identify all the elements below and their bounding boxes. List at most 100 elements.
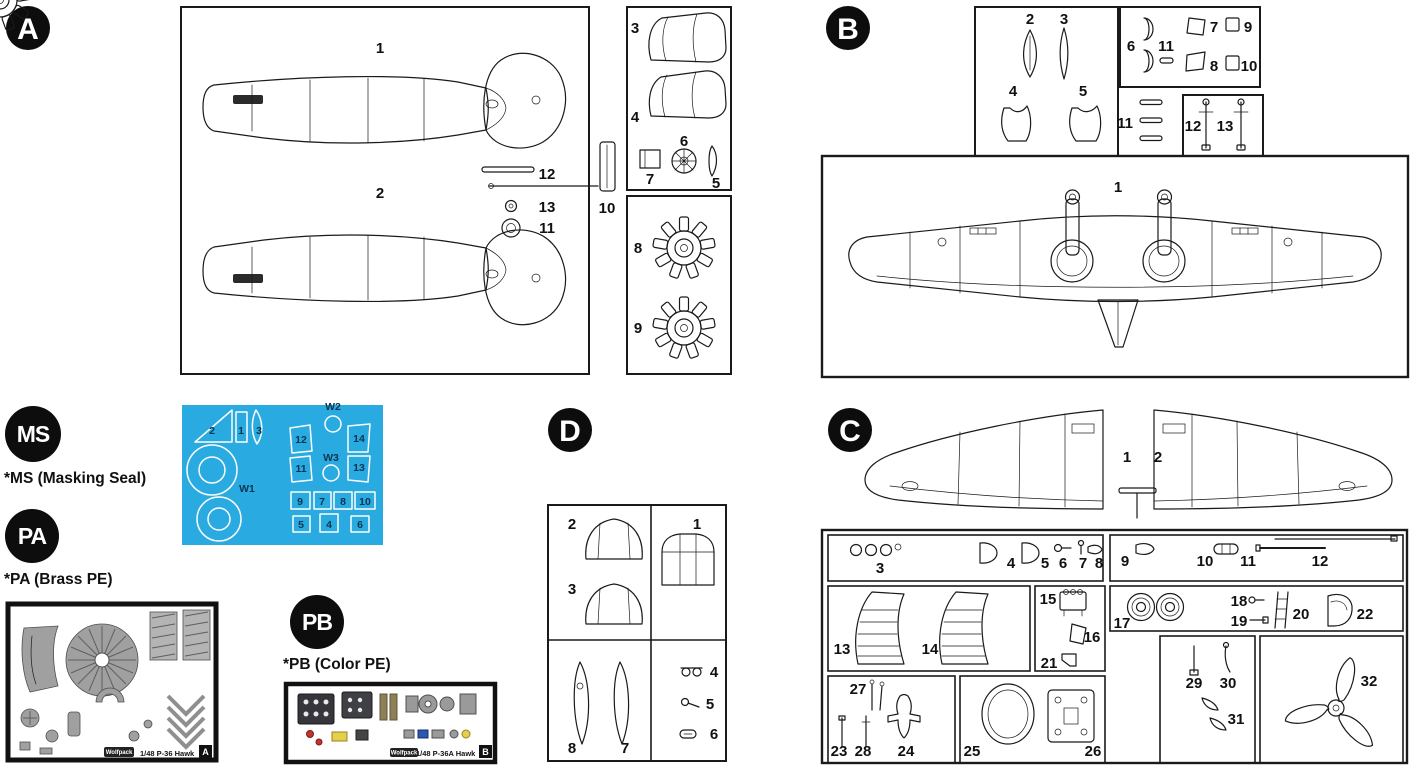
radial-engine-art bbox=[0, 0, 32, 31]
mask-10: 10 bbox=[359, 496, 371, 508]
part-c-19: 19 bbox=[1231, 613, 1248, 630]
sprue-a-badge bbox=[6, 6, 50, 50]
part-c-21: 21 bbox=[1041, 655, 1058, 672]
part-b-6-art bbox=[1143, 17, 1154, 73]
part-a-10: 10 bbox=[599, 200, 616, 217]
sprue-d-frame bbox=[547, 504, 727, 762]
sprue-c-box-6 bbox=[1159, 635, 1256, 764]
mask-7: 7 bbox=[319, 496, 325, 508]
brass-pe-caption: *PA (Brass PE) bbox=[4, 571, 113, 588]
part-c-27-art bbox=[869, 679, 885, 711]
part-b-1: 1 bbox=[1114, 179, 1122, 196]
color-pe-parts-art bbox=[297, 691, 477, 746]
part-b-4: 4 bbox=[1009, 83, 1018, 100]
part-b-5: 5 bbox=[1079, 83, 1087, 100]
part-a-13-art bbox=[504, 199, 518, 213]
mask-3: 3 bbox=[256, 425, 262, 437]
part-c-28-art bbox=[861, 715, 871, 747]
sprue-d-dividers bbox=[548, 505, 726, 761]
part-d-1-art bbox=[661, 533, 715, 586]
part-b-13-art bbox=[1233, 98, 1249, 151]
part-a-7: 7 bbox=[646, 171, 654, 188]
part-b-11b-art bbox=[1139, 99, 1163, 142]
part-c-18-art bbox=[1248, 596, 1265, 604]
mask-9: 9 bbox=[297, 496, 303, 508]
part-c-15: 15 bbox=[1040, 591, 1057, 608]
sprue-c-box-4 bbox=[1034, 585, 1106, 672]
part-c-25-art bbox=[981, 683, 1035, 745]
sprue-b-frame bbox=[820, 154, 1410, 379]
part-c-4-art bbox=[979, 542, 998, 564]
part-c-7-art bbox=[1077, 539, 1085, 555]
gear-strut-art bbox=[1064, 189, 1173, 256]
mask-14: 14 bbox=[353, 433, 365, 445]
sprue-b-badge-letter: B bbox=[837, 13, 859, 46]
part-c-3: 3 bbox=[876, 560, 884, 577]
part-c-14-art bbox=[939, 591, 989, 665]
sprue-c-box-3 bbox=[827, 585, 1031, 672]
part-b-13: 13 bbox=[1217, 118, 1234, 135]
part-a-13: 13 bbox=[539, 199, 556, 216]
part-b-9: 9 bbox=[1244, 19, 1252, 36]
mask-5: 5 bbox=[298, 519, 304, 531]
part-b-10-art bbox=[1225, 55, 1240, 71]
part-c-11-art bbox=[1255, 544, 1326, 552]
part-c-21-art bbox=[1061, 653, 1077, 667]
color-pe-fret-letter-box bbox=[479, 745, 492, 758]
part-a-12-art bbox=[481, 166, 535, 173]
part-a-8: 8 bbox=[634, 240, 642, 257]
part-d-8-art bbox=[573, 661, 590, 745]
mask-w3: W3 bbox=[323, 452, 339, 464]
part-c-26-art bbox=[1047, 689, 1095, 743]
part-d-7-art bbox=[613, 661, 630, 745]
part-c-3-art bbox=[849, 543, 902, 557]
part-b-12: 12 bbox=[1185, 118, 1202, 135]
exhaust-detail bbox=[233, 95, 263, 104]
part-b-8: 8 bbox=[1210, 58, 1218, 75]
fuselage-half-art bbox=[202, 52, 567, 149]
part-c-4: 4 bbox=[1007, 555, 1016, 572]
part-c-22-art bbox=[1327, 593, 1353, 627]
part-d-2-art bbox=[585, 518, 643, 560]
part-c-9: 9 bbox=[1121, 553, 1129, 570]
part-a-3-art bbox=[648, 12, 727, 63]
part-a-3: 3 bbox=[631, 20, 639, 37]
part-c-31: 31 bbox=[1228, 711, 1245, 728]
color-pe-fret-letter: B bbox=[482, 747, 489, 757]
sprue-d-section: D 2 3 1 8 7 4 5 6 bbox=[547, 408, 727, 762]
part-a-9: 9 bbox=[634, 320, 642, 337]
part-c-28: 28 bbox=[855, 743, 872, 760]
part-b-7-art bbox=[1186, 17, 1206, 36]
masking-badge-letters: MS bbox=[17, 421, 50, 447]
wolfpack-logo bbox=[104, 747, 134, 757]
mask-w2: W2 bbox=[325, 401, 341, 413]
part-a-7-art bbox=[639, 149, 661, 169]
part-b-7: 7 bbox=[1210, 19, 1218, 36]
part-c-17-art bbox=[1126, 592, 1185, 622]
part-b-11b: 11 bbox=[1117, 115, 1133, 132]
sprue-c-box-9 bbox=[959, 675, 1106, 764]
part-c-8: 8 bbox=[1095, 555, 1103, 572]
part-c-15-art bbox=[1059, 589, 1087, 617]
mask-6: 6 bbox=[357, 519, 363, 531]
part-c-20: 20 bbox=[1293, 606, 1310, 623]
sprue-a-subpanel-1 bbox=[626, 6, 732, 191]
part-d-6: 6 bbox=[710, 726, 718, 743]
part-d-8: 8 bbox=[568, 740, 576, 757]
part-d-1: 1 bbox=[693, 516, 701, 533]
brass-pe-parts-art bbox=[19, 609, 211, 755]
wolfpack-logo-pb bbox=[390, 748, 418, 757]
wolfpack-logo-pb-text: Wolfpack bbox=[391, 751, 418, 757]
mask-8: 8 bbox=[340, 496, 346, 508]
pe-and-mask-column: MS *MS (Masking Seal) 2 1 3 W2 12 14 11 … bbox=[4, 401, 498, 765]
part-c-10: 10 bbox=[1197, 553, 1214, 570]
sprue-c-badge-letter: C bbox=[839, 415, 861, 448]
mask-13: 13 bbox=[353, 462, 365, 474]
sprue-a-section: A 1 2 12 13 11 10 3 4 6 bbox=[0, 0, 732, 375]
part-c-16-art bbox=[1069, 623, 1087, 645]
mask-11: 11 bbox=[295, 463, 306, 475]
part-c-29: 29 bbox=[1186, 675, 1203, 692]
part-a-4: 4 bbox=[631, 109, 640, 126]
part-a-2: 2 bbox=[376, 185, 384, 202]
mask-12: 12 bbox=[295, 434, 307, 446]
